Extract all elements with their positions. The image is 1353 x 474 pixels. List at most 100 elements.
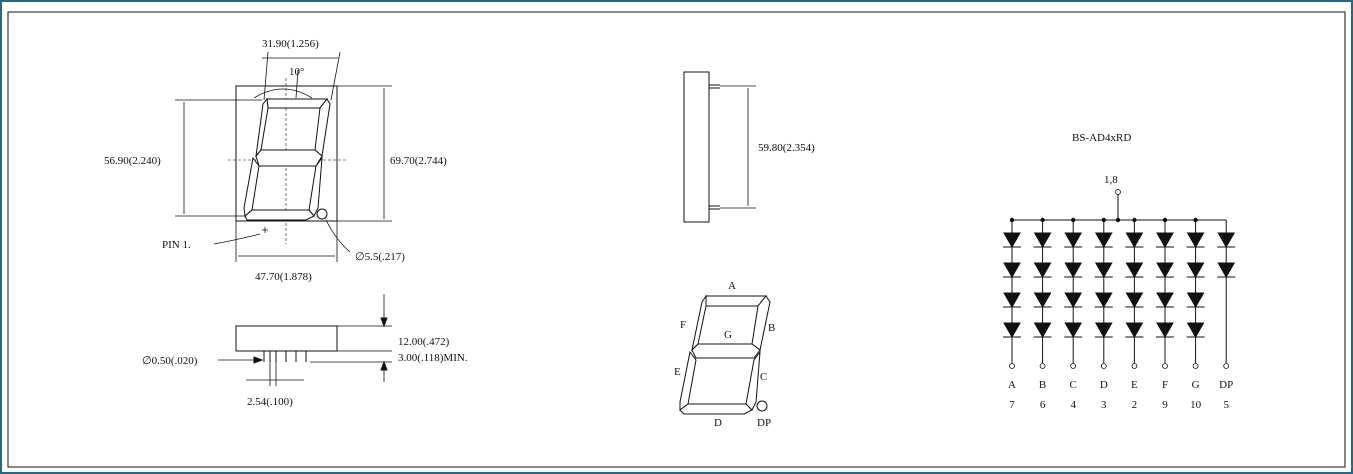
led-diode-symbol	[1033, 322, 1052, 339]
seg-label-dp: DP	[757, 417, 771, 429]
segment-diagram: A B F G C E D DP	[674, 280, 775, 429]
segment-name-label: D	[1100, 379, 1108, 391]
common-pin-label: 1,8	[1104, 174, 1118, 186]
segment-pin-terminal	[1009, 363, 1015, 369]
led-diode-symbol	[1003, 232, 1021, 249]
side-body	[683, 71, 710, 223]
segment-pin-label: 7	[1009, 399, 1015, 411]
segment-pin-label: 2	[1132, 399, 1138, 411]
seg-f	[691, 294, 707, 352]
led-diode-symbol	[1064, 292, 1083, 309]
common-junction-dot	[1115, 217, 1121, 223]
seg-g	[691, 343, 761, 359]
segment-name-label: G	[1192, 379, 1200, 391]
pin-length-label: 3.00(.118)MIN.	[398, 352, 468, 364]
seg-e	[679, 350, 697, 411]
led-diode-symbol	[1186, 262, 1205, 279]
bottom-view: 12.00(.472) 3.00(.118)MIN. ∅0.50(.020) 2…	[142, 294, 468, 408]
bottom-body	[235, 325, 338, 352]
seg-label-g: G	[724, 329, 732, 341]
segment-name-label: C	[1070, 379, 1077, 391]
angle-arc	[253, 88, 313, 99]
led-diode-symbol	[1186, 292, 1205, 309]
segment-pin-terminal	[1039, 363, 1046, 369]
segment-pin-terminal	[1192, 363, 1199, 369]
front-body	[235, 85, 338, 222]
led-diode-symbol	[1064, 322, 1083, 339]
thickness-label: 12.00(.472)	[398, 336, 450, 348]
body-width-label: 47.70(1.878)	[255, 271, 312, 283]
led-diode-symbol	[1186, 322, 1205, 339]
seg-label-a: A	[728, 280, 736, 292]
led-diode-symbol	[1156, 292, 1174, 309]
pin1-label: PIN 1.	[162, 239, 191, 251]
pitch-label: 2.54(.100)	[247, 396, 293, 408]
front-seg-f	[255, 97, 269, 158]
width-ext-left	[263, 51, 269, 101]
angle-label: 10°	[289, 66, 304, 78]
led-diode-symbol	[1125, 292, 1144, 309]
led-diode-symbol	[1003, 292, 1021, 309]
common-pin-terminal	[1115, 189, 1121, 195]
segment-pin-terminal	[1223, 363, 1230, 369]
led-diode-symbol	[1125, 232, 1144, 249]
led-diode-symbol	[1094, 232, 1113, 249]
segment-pin-label: 5	[1223, 399, 1229, 411]
led-diode-symbol	[1033, 232, 1052, 249]
led-diode-symbol	[1094, 262, 1113, 279]
led-diode-symbol	[1003, 322, 1021, 339]
angle-ref-line	[295, 69, 299, 99]
segment-pin-terminal	[1100, 363, 1107, 369]
front-seg-c	[308, 156, 323, 217]
segment-pin-label: 4	[1070, 399, 1076, 411]
led-diode-symbol	[1217, 232, 1236, 249]
dp-leader	[325, 219, 351, 253]
front-seg-a	[266, 98, 329, 109]
segment-name-label: B	[1039, 379, 1046, 391]
led-diode-symbol	[1094, 322, 1113, 339]
front-view: 31.90(1.256) 10° 56.90(2.240) 69.70(2.74…	[104, 38, 447, 283]
width-ext-right	[330, 51, 341, 101]
led-diode-symbol	[1156, 322, 1174, 339]
led-diode-symbol	[1125, 322, 1144, 339]
seg-a	[705, 295, 768, 307]
pin1-leader	[213, 233, 261, 245]
led-diode-symbol	[1217, 262, 1236, 279]
front-seg-d	[244, 209, 315, 221]
segment-name-label: E	[1131, 379, 1138, 391]
side-span-label: 59.80(2.354)	[758, 142, 815, 154]
body-height-label: 69.70(2.744)	[390, 155, 447, 167]
seg-label-c: C	[760, 371, 767, 383]
thickness-arrow	[380, 317, 388, 328]
front-dp-circle	[316, 208, 328, 220]
front-seg-e	[243, 156, 260, 217]
segment-pin-terminal	[1131, 363, 1138, 369]
dp-diameter-label: ∅5.5(.217)	[355, 251, 405, 263]
seg-label-d: D	[714, 417, 722, 429]
part-number-label: BS-AD4xRD	[1072, 132, 1131, 144]
segment-name-label: DP	[1219, 379, 1233, 391]
segment-pin-terminal	[1162, 363, 1168, 369]
seg-label-f: F	[680, 319, 686, 331]
seg-c	[745, 350, 761, 411]
seg-label-b: B	[768, 322, 775, 334]
front-seg-g	[255, 149, 323, 167]
inner-border	[7, 11, 1346, 468]
led-diode-symbol	[1156, 262, 1174, 279]
seg-dp-circle	[756, 400, 768, 412]
segment-pin-label: 3	[1101, 399, 1107, 411]
digit-height-label: 56.90(2.240)	[104, 155, 161, 167]
segment-name-label: F	[1162, 379, 1168, 391]
pin-diameter-arrow	[253, 356, 264, 364]
led-diode-symbol	[1186, 232, 1205, 249]
segment-pin-label: 10	[1190, 399, 1202, 411]
led-diode-symbol	[1125, 262, 1144, 279]
pinlen-arrow	[380, 360, 388, 371]
segment-pin-terminal	[1070, 363, 1077, 369]
seg-d	[679, 403, 753, 415]
segment-pin-label: 9	[1162, 399, 1168, 411]
